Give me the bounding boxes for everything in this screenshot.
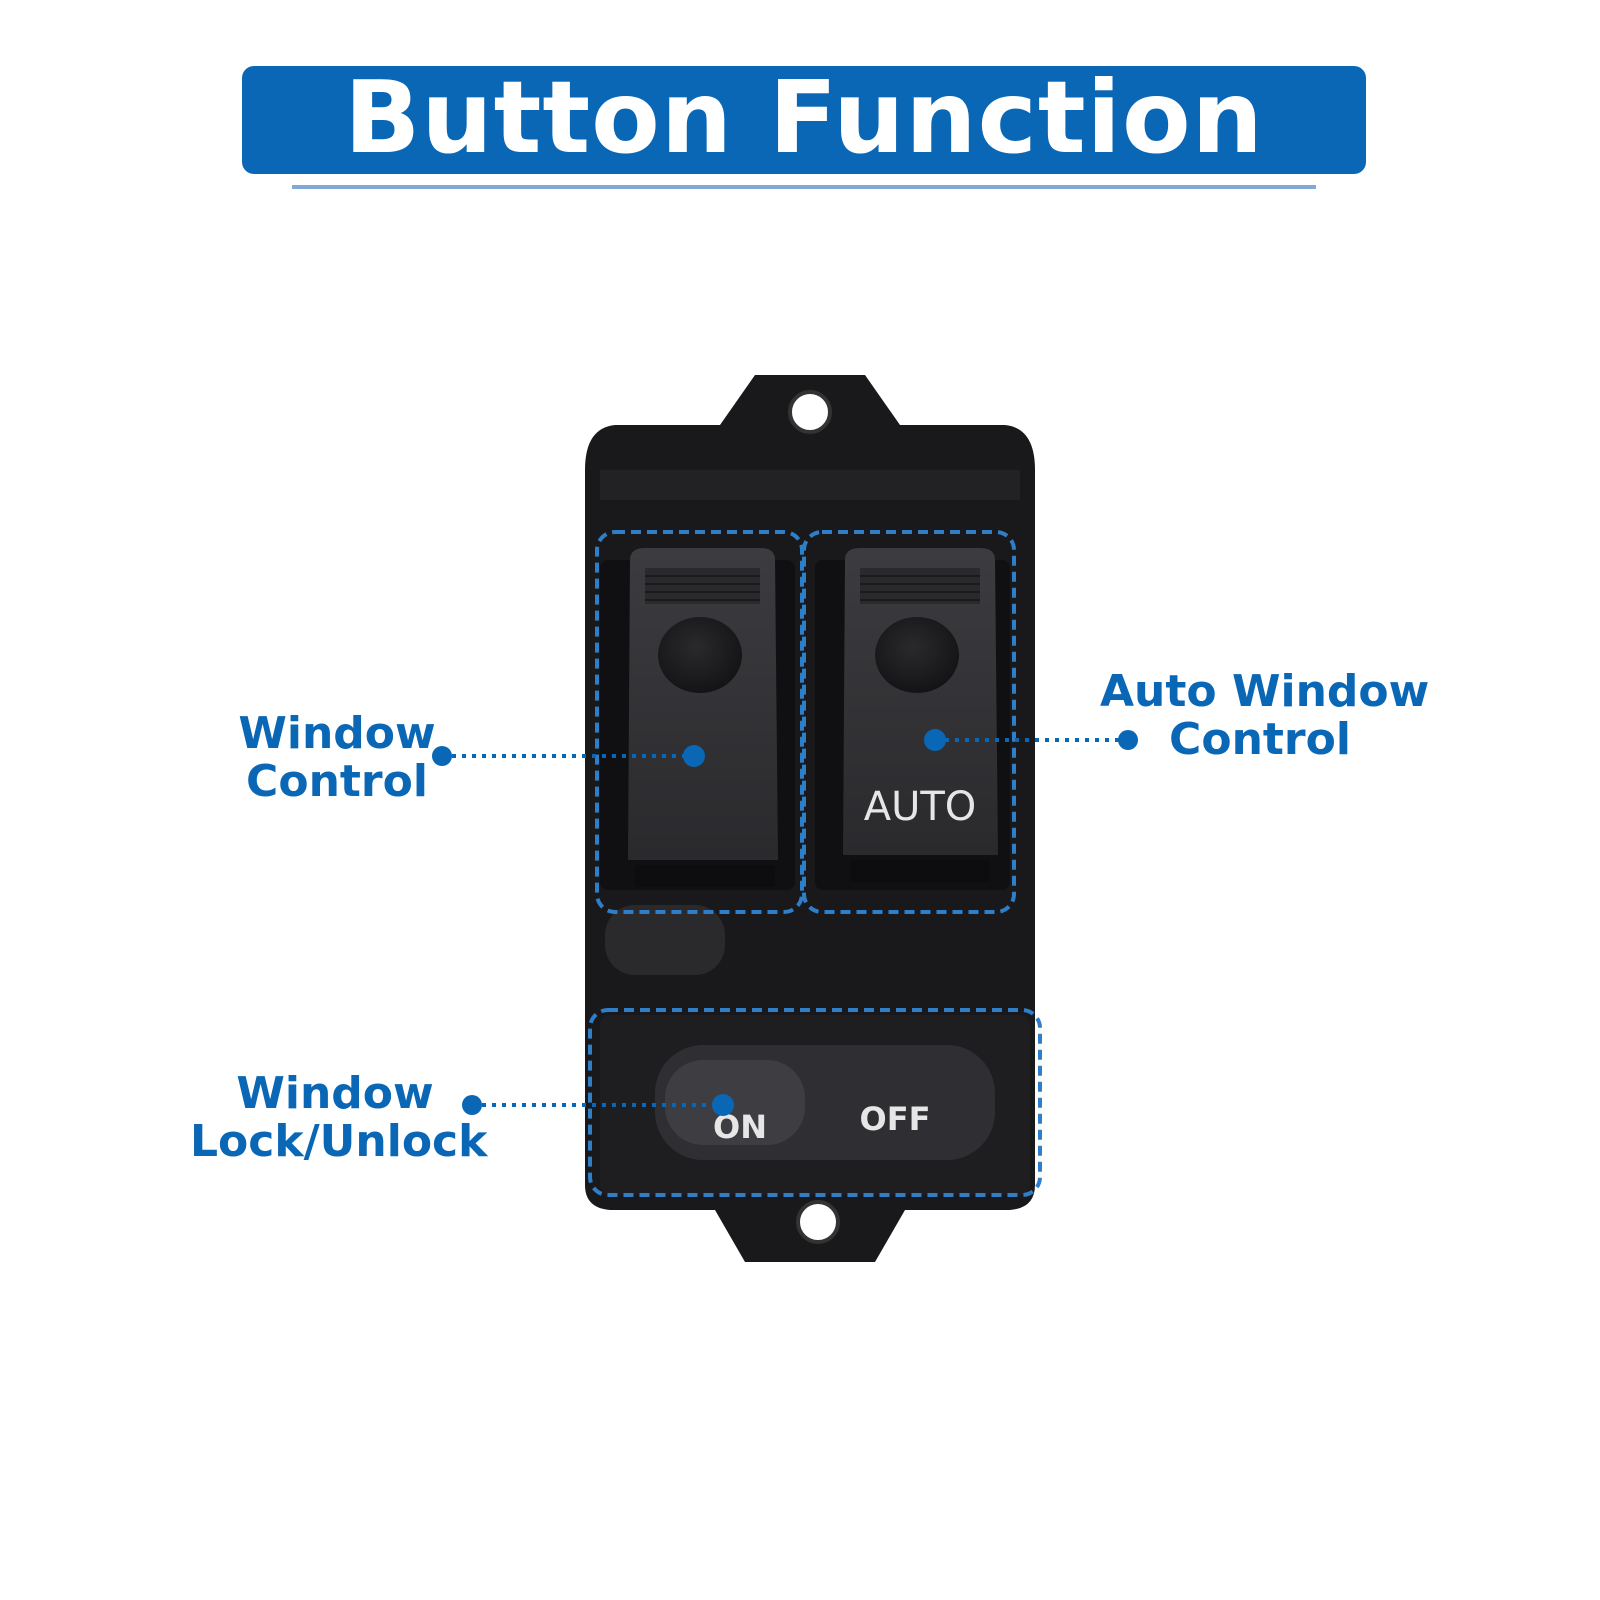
title-banner: Button Function — [242, 66, 1366, 174]
dot-window-control-label — [432, 746, 452, 766]
callout-auto-line1: Auto Window — [1100, 666, 1430, 717]
mount-hole-bottom — [796, 1200, 840, 1244]
dot-auto-target — [924, 729, 946, 751]
callout-window-control: Window Control — [232, 710, 442, 806]
highlight-auto-window-control — [802, 530, 1016, 914]
window-control-rocker[interactable] — [628, 548, 778, 887]
page-title: Button Function — [344, 59, 1264, 176]
callout-window-lock: Window Lock/Unlock — [190, 1068, 488, 1167]
dot-lock-target — [712, 1094, 734, 1116]
dot-window-control-target — [683, 745, 705, 767]
callout-window-control-line2: Control — [246, 756, 428, 807]
callout-auto-window-control: Auto Window Control — [1100, 666, 1430, 765]
dot-auto-label — [1118, 730, 1138, 750]
auto-window-control-rocker[interactable]: AUTO — [843, 548, 998, 882]
highlight-window-lock — [588, 1008, 1042, 1197]
callout-lock-line1: Window — [236, 1068, 434, 1119]
highlight-boxes — [588, 530, 1042, 1197]
callout-window-control-line1: Window — [238, 708, 436, 759]
callout-lock-line2: Lock/Unlock — [190, 1116, 488, 1167]
window-lock-slider[interactable]: ON OFF — [655, 1045, 995, 1160]
callout-dots — [432, 729, 1138, 1116]
off-label: OFF — [860, 1100, 931, 1138]
auto-label: AUTO — [864, 784, 977, 830]
callout-leaders — [442, 738, 1128, 1107]
title-underline — [292, 185, 1316, 189]
mount-hole-top — [788, 390, 832, 434]
callout-auto-line2: Control — [1169, 714, 1351, 765]
dot-lock-label — [462, 1095, 482, 1115]
